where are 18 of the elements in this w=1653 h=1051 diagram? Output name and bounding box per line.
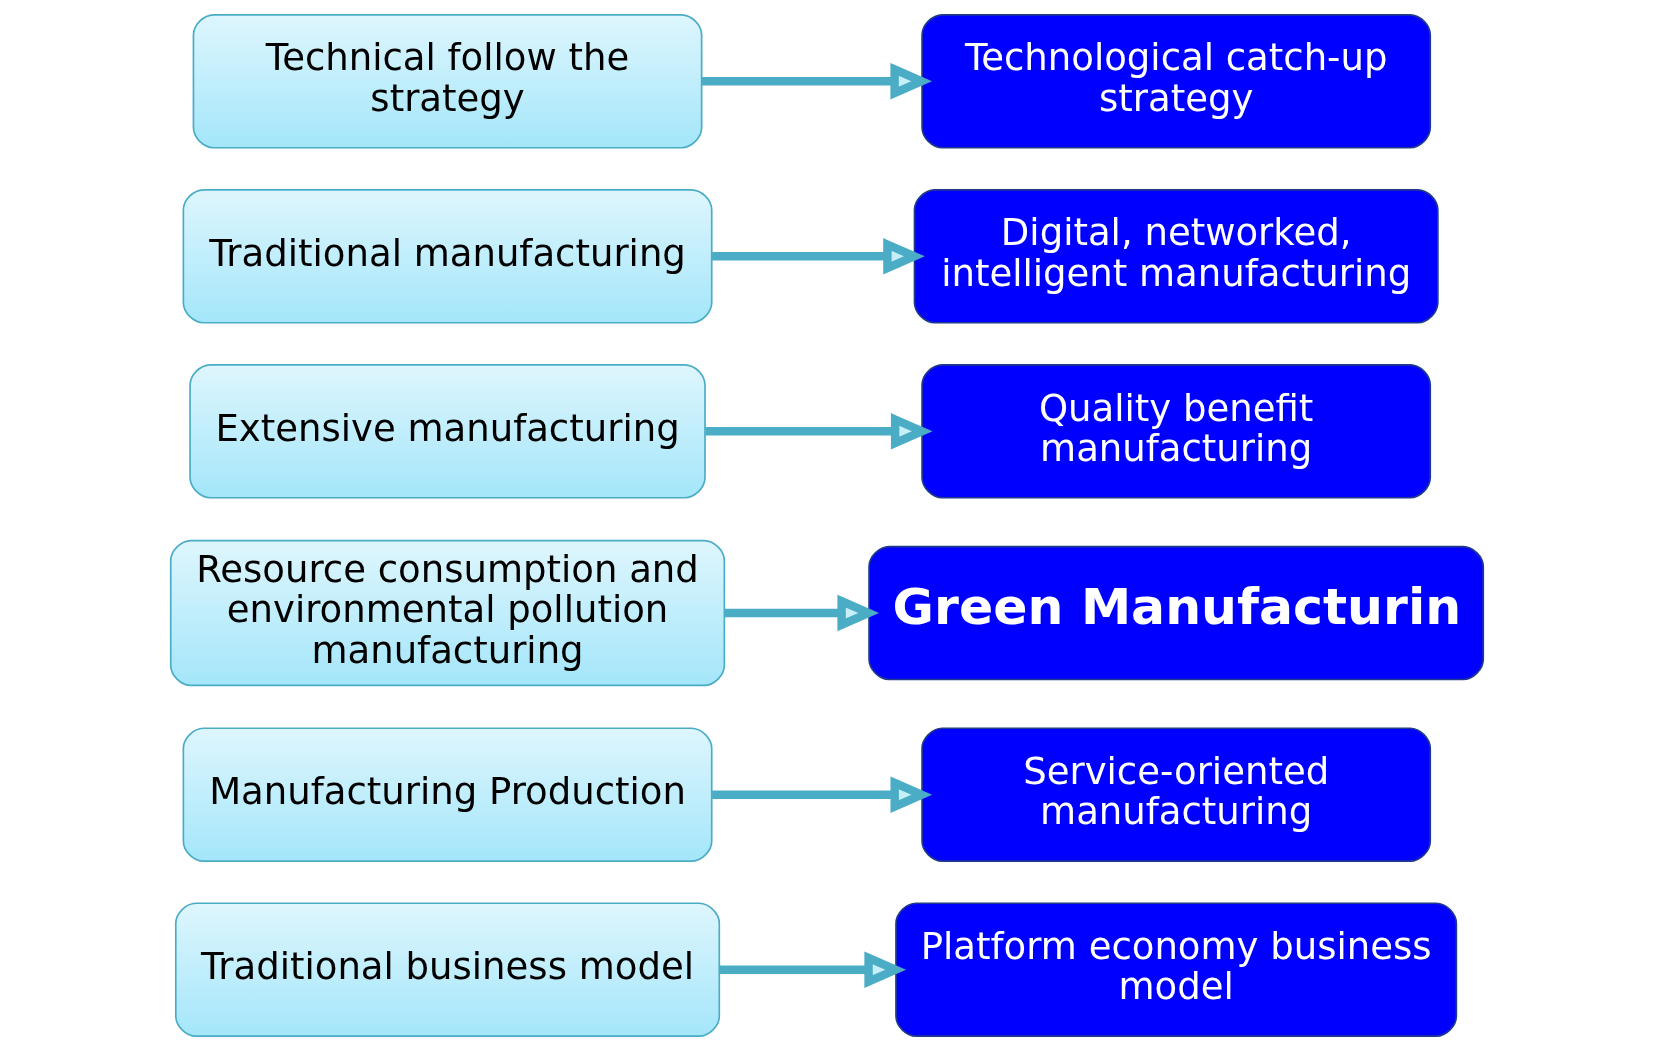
node-box: Service-oriented manufacturing [920, 727, 1431, 863]
arrow [704, 413, 933, 450]
node-box: Extensive manufacturing [188, 363, 706, 499]
node-box: Manufacturing Production [182, 727, 713, 863]
arrow [701, 63, 932, 100]
node-box: Quality benefit manufacturing [920, 363, 1431, 499]
node-box: Traditional manufacturing [182, 188, 713, 324]
node-box: Traditional business model [174, 902, 720, 1038]
arrow [719, 951, 906, 988]
node-box: Technical follow the strategy [192, 13, 702, 149]
arrow [711, 238, 925, 275]
arrow [711, 776, 932, 813]
node-box: Technological catch-up strategy [920, 13, 1431, 149]
node-box: Platform economy business model [894, 902, 1457, 1038]
node-box: Green Manufacturin [867, 545, 1484, 681]
arrow [723, 594, 879, 632]
node-box: Digital, networked, intelligent manufacturing [913, 188, 1439, 324]
node-box: Resource consumption and environmental pollution manufacturing [169, 539, 725, 687]
